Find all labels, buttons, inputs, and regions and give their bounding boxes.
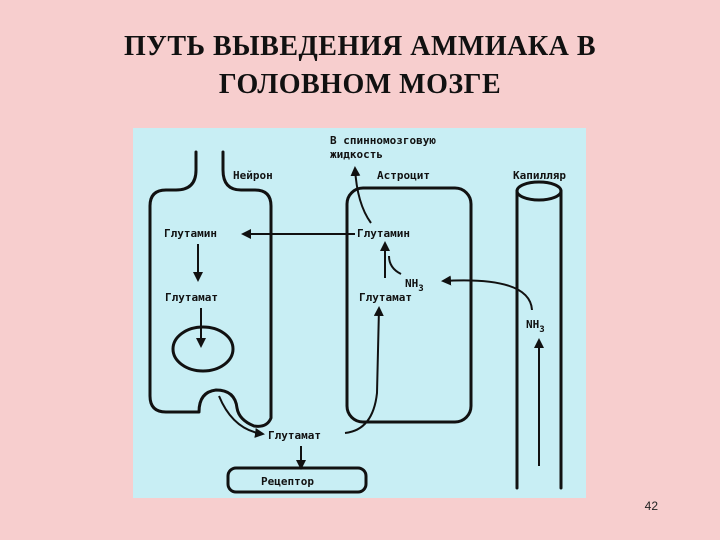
receptor-label: Рецептор <box>261 475 314 488</box>
csf-label-line1: В спинномозговую <box>330 134 436 147</box>
title-line-1: ПУТЬ ВЫВЕДЕНИЯ АММИАКА В <box>123 31 597 62</box>
glutamate-neuron-label: Глутамат <box>165 291 218 304</box>
glutamate-astrocyte-label: Глутамат <box>359 291 412 304</box>
capillary-vessel <box>515 189 563 490</box>
capillary-label: Капилляр <box>513 169 566 182</box>
csf-label-line2: жидкость <box>330 148 383 161</box>
nh3-astrocyte-label: NH3 <box>405 277 424 294</box>
astrocyte-label: Астроцит <box>377 169 430 182</box>
slide-title: ПУТЬ ВЫВЕДЕНИЯ АММИАКА В ГОЛОВНОМ МОЗГЕ <box>60 28 660 104</box>
astrocyte-cell <box>345 186 473 424</box>
diagram-canvas: В спинномозговую жидкость Нейрон Астроци… <box>148 134 566 494</box>
title-line-2: ГОЛОВНОМ МОЗГЕ <box>218 69 502 100</box>
arrow-synapse-to-astrocyte <box>344 306 384 434</box>
nh3-capillary-label: NH3 <box>526 318 545 335</box>
glutamine-neuron-label: Глутамин <box>164 227 217 240</box>
arrow-nh3-to-astrocyte <box>441 275 533 311</box>
neuron-label: Нейрон <box>233 169 273 182</box>
page-number: 42 <box>644 499 658 513</box>
arrow-glutamine-to-csf <box>350 166 372 224</box>
glutamate-synapse-label: Глутамат <box>268 429 321 442</box>
neuron-cell <box>148 150 273 428</box>
arrow-release-to-synapse <box>218 395 265 438</box>
synaptic-vesicle <box>171 325 235 373</box>
arrow-nh3-into-glutamine <box>388 255 402 275</box>
ammonia-pathway-diagram: В спинномозговую жидкость Нейрон Астроци… <box>133 128 586 498</box>
capillary-opening <box>515 180 563 202</box>
glutamine-astrocyte-label: Глутамин <box>357 227 410 240</box>
